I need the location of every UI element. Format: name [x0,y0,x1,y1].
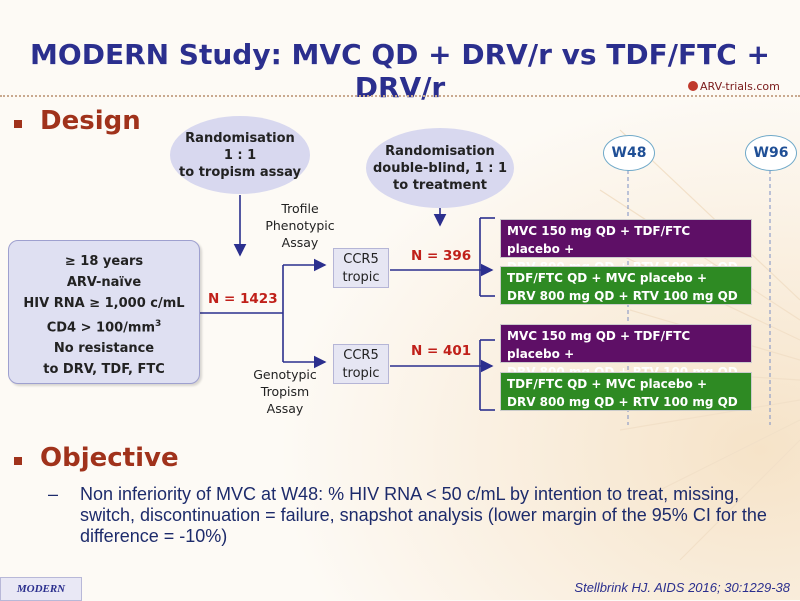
design-heading: Design [40,106,141,136]
ccr5-tropic-box-genotypic: CCR5 tropic [333,344,389,384]
randomisation2-line3: to treatment [393,177,487,193]
randomisation-tropism-ellipse: Randomisation 1 : 1 to tropism assay [170,116,310,194]
population-cd4-sup: 3 [155,319,162,329]
arm-line1: MVC 150 mg QD + TDF/FTC placebo + [507,224,691,256]
n-arm1-label: N = 396 [411,248,472,264]
n-total-label: N = 1423 [208,291,278,307]
randomisation1-line2: 1 : 1 [223,147,257,163]
arm-tdf-trofile: TDF/FTC QD + MVC placebo + DRV 800 mg QD… [500,266,752,305]
randomisation-treatment-ellipse: Randomisation double-blind, 1 : 1 to tre… [366,128,514,208]
trofile-assay-label: Trofile Phenotypic Assay [250,200,350,251]
ccr5-tropic-box-trofile: CCR5 tropic [333,248,389,288]
arm-line1: TDF/FTC QD + MVC placebo + [507,271,707,285]
bullet-square-icon [14,457,22,465]
bullet-square-icon [14,120,22,128]
footer-study-tag: MODERN [0,577,82,601]
population-cd4: CD4 > 100/mm3 [9,314,199,338]
arm-mvc-genotypic: MVC 150 mg QD + TDF/FTC placebo + DRV 80… [500,324,752,379]
genotypic-assay-label: Genotypic Tropism Assay [240,366,330,417]
ccr5-line1: CCR5 [343,348,379,363]
logo-dot-icon [688,81,698,91]
randomisation2-line2: double-blind, 1 : 1 [372,160,508,176]
trofile-line3: Assay [281,235,319,250]
genotypic-line3: Assay [266,401,304,416]
ccr5-line2: tropic [342,366,380,381]
population-resistance-drugs: to DRV, TDF, FTC [43,362,165,378]
n-arm2-label: N = 401 [411,343,472,359]
title-divider [0,95,800,98]
population-age: ≥ 18 years [64,254,144,269]
trofile-line1: Trofile [281,201,319,216]
ccr5-line1: CCR5 [343,252,379,267]
population-arv: ARV-naïve [66,275,142,290]
randomisation1-line1: Randomisation [185,130,295,146]
population-hiv-rna: HIV RNA ≥ 1,000 c/mL [23,296,185,311]
page-title: MODERN Study: MVC QD + DRV/r vs TDF/FTC … [30,38,770,104]
arm-line1: MVC 150 mg QD + TDF/FTC placebo + [507,329,691,361]
randomisation2-line1: Randomisation [385,143,495,159]
population-cd4-text: CD4 > 100/mm [46,320,156,336]
arm-line1: TDF/FTC QD + MVC placebo + [507,377,707,391]
week96-marker: W96 [745,135,797,171]
arm-line2: DRV 800 mg QD + RTV 100 mg QD [507,395,738,409]
population-box: ≥ 18 years ARV-naïve HIV RNA ≥ 1,000 c/m… [8,240,200,384]
genotypic-line2: Tropism [260,384,310,399]
arv-trials-logo: ARV-trials.com [688,80,780,93]
arm-tdf-genotypic: TDF/FTC QD + MVC placebo + DRV 800 mg QD… [500,372,752,411]
arm-mvc-trofile: MVC 150 mg QD + TDF/FTC placebo + DRV 80… [500,219,752,274]
randomisation1-line3: to tropism assay [179,164,301,180]
citation: Stellbrink HJ. AIDS 2016; 30:1229-38 [574,580,790,595]
population-resistance: No resistance [53,341,155,357]
objective-dash: – [48,484,59,504]
ccr5-line2: tropic [342,270,380,285]
week48-marker: W48 [603,135,655,171]
objective-text: Non inferiority of MVC at W48: % HIV RNA… [80,484,767,546]
arm-line2: DRV 800 mg QD + RTV 100 mg QD [507,289,738,303]
genotypic-line1: Genotypic [253,367,317,382]
logo-text: ARV-trials.com [700,80,780,93]
objective-heading: Objective [40,443,179,473]
trofile-line2: Phenotypic [265,218,335,233]
